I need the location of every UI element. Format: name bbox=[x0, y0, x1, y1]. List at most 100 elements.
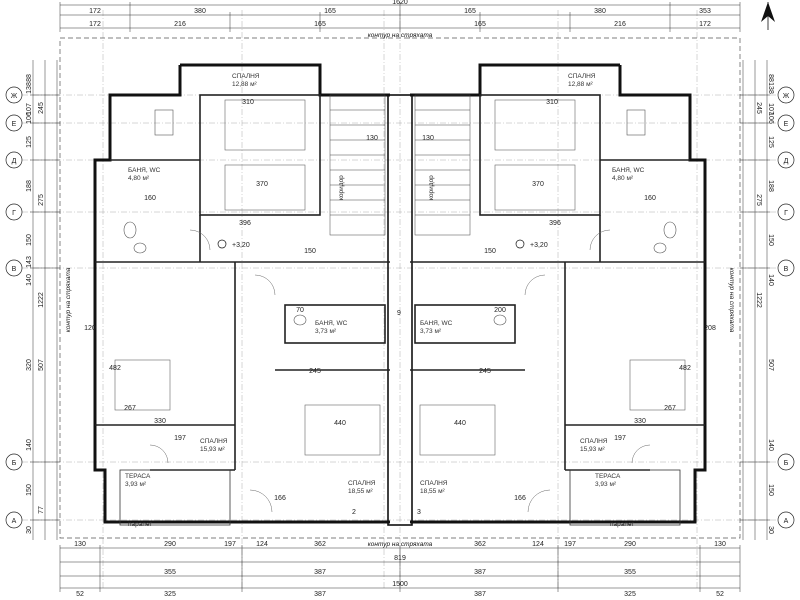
axis-bubble-right: Ж bbox=[777, 86, 795, 104]
axis-letter: Б bbox=[12, 460, 17, 467]
inner-dim-label: 267 bbox=[664, 405, 676, 412]
bottom-dim-label: 362 bbox=[474, 541, 486, 548]
left-dim-label: 140 bbox=[26, 439, 33, 451]
corridor-right: коридор bbox=[428, 175, 435, 200]
right-dim-label: 88 bbox=[767, 74, 774, 82]
right-dim-label: 30 bbox=[767, 526, 774, 534]
left-dim-label: 188 bbox=[26, 180, 33, 192]
bottom-dim-label: 290 bbox=[624, 541, 636, 548]
inner-dim-label: 396 bbox=[239, 220, 251, 227]
bottom-sub-dim: 819 bbox=[394, 555, 406, 562]
room-name: БАНЯ, WC bbox=[128, 167, 161, 174]
axis-letter: Е bbox=[784, 121, 789, 128]
top-dim-label: 172 bbox=[89, 21, 101, 28]
right-dim-label: 125 bbox=[767, 136, 774, 148]
section-mark-9: 9 bbox=[397, 310, 401, 317]
left-dim-label: 77 bbox=[38, 506, 45, 514]
room-name: БАНЯ, WC bbox=[612, 167, 645, 174]
inner-dim-label: 330 bbox=[154, 418, 166, 425]
bottom-dim-label: 197 bbox=[224, 541, 236, 548]
right-dim-label: 188 bbox=[767, 180, 774, 192]
room-area: 4,80 м² bbox=[612, 175, 634, 182]
top-dim-label: 165 bbox=[324, 8, 336, 15]
left-dim-label: 30 bbox=[26, 526, 33, 534]
bottom-dim-label: 387 bbox=[314, 569, 326, 576]
axis-bubble-left: Е bbox=[5, 114, 23, 132]
level-marker-right bbox=[515, 239, 525, 249]
inner-dim-label: 440 bbox=[334, 420, 346, 427]
axis-bubble-right: Г bbox=[777, 203, 795, 221]
left-dim-label: 107 bbox=[26, 103, 33, 115]
left-dim-label: 143 bbox=[26, 256, 33, 268]
bottom-dim-label: 355 bbox=[164, 569, 176, 576]
room-name: СПАЛНЯ bbox=[420, 480, 448, 487]
inner-dim-label: 130 bbox=[422, 135, 434, 142]
right-dim-label: 1222 bbox=[755, 292, 762, 308]
right-dim-label: 138 bbox=[767, 82, 774, 94]
north-arrow-icon bbox=[761, 2, 775, 30]
interior-walls-left bbox=[95, 94, 390, 471]
room-area: 15,93 м² bbox=[200, 446, 226, 453]
right-dim-label: 140 bbox=[767, 439, 774, 451]
axis-letter: А bbox=[12, 518, 17, 525]
bottom-dimension-lines bbox=[59, 545, 741, 592]
room-area: 12,88 м² bbox=[232, 81, 258, 88]
axis-letter: Б bbox=[784, 460, 789, 467]
left-roof-label: контур на стряхата bbox=[65, 267, 72, 332]
axis-letter: Е bbox=[12, 121, 17, 128]
bottom-dim-label: 290 bbox=[164, 541, 176, 548]
right-dim-label: 150 bbox=[767, 484, 774, 496]
room-label: БАНЯ, WC3,73 м² bbox=[315, 320, 348, 335]
left-dim-label: 320 bbox=[26, 359, 33, 371]
bottom-dim-label: 124 bbox=[256, 541, 268, 548]
inner-dim-label: 150 bbox=[484, 248, 496, 255]
room-area: 18,55 м² bbox=[420, 488, 446, 495]
right-dim-label: 275 bbox=[755, 194, 762, 206]
right-dim-label: 507 bbox=[767, 359, 774, 371]
top-dimension-lines bbox=[59, 2, 741, 32]
door-swings bbox=[149, 229, 651, 513]
right-dim-label: 245 bbox=[755, 102, 762, 114]
room-area: 18,55 м² bbox=[348, 488, 374, 495]
inner-dim-label: 70 bbox=[296, 307, 304, 314]
axis-bubble-left: Б bbox=[5, 453, 23, 471]
axis-letter: Г bbox=[12, 210, 16, 217]
interior-walls-right bbox=[410, 94, 705, 471]
section-mark-3: 3 bbox=[417, 509, 421, 516]
room-area: 3,93 м² bbox=[125, 481, 147, 488]
axis-grid bbox=[22, 10, 778, 590]
staircase-left bbox=[329, 94, 386, 236]
axis-letter: В bbox=[12, 266, 17, 273]
inner-dim-label: 482 bbox=[109, 365, 121, 372]
room-name: СПАЛНЯ bbox=[232, 73, 260, 80]
axis-letter: Г bbox=[784, 210, 788, 217]
axis-letter: Д bbox=[784, 158, 789, 165]
room-name: СПАЛНЯ bbox=[568, 73, 596, 80]
left-dim-label: 125 bbox=[26, 136, 33, 148]
inner-dim-label: 245 bbox=[309, 368, 321, 375]
bottom-roof-label: контур на стряхата bbox=[368, 541, 433, 548]
inner-dim-label: 330 bbox=[634, 418, 646, 425]
section-mark-2: 2 bbox=[352, 509, 356, 516]
bottom-dim-label: 325 bbox=[624, 591, 636, 598]
bottom-dim-label: 387 bbox=[474, 591, 486, 598]
inner-dim-label: 200 bbox=[494, 307, 506, 314]
bottom-dim-label: 124 bbox=[532, 541, 544, 548]
top-roof-label: контур на стряхата bbox=[368, 32, 433, 39]
inner-dim-label: 160 bbox=[644, 195, 656, 202]
staircase-right bbox=[414, 94, 471, 236]
room-area: 15,93 м² bbox=[580, 446, 606, 453]
inner-dim-label: 197 bbox=[614, 435, 626, 442]
top-dim-label: 216 bbox=[614, 21, 626, 28]
level-marker-left bbox=[217, 239, 227, 249]
room-name: СПАЛНЯ bbox=[200, 438, 228, 445]
room-name: ТЕРАСА bbox=[125, 473, 151, 480]
top-dim-label: 165 bbox=[464, 8, 476, 15]
